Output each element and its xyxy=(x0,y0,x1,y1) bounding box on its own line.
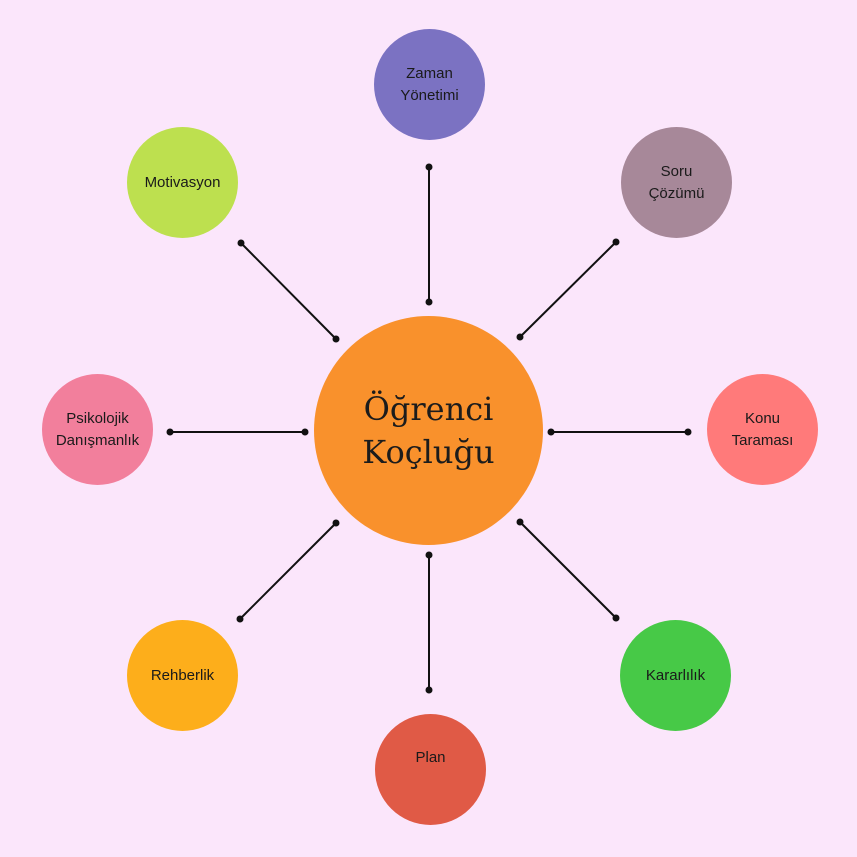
node-label: Rehberlik xyxy=(150,666,215,684)
connector-motivasyon xyxy=(237,239,340,343)
connector-konu xyxy=(547,428,692,436)
connector-soru xyxy=(516,238,620,341)
connector-kararlilik xyxy=(516,518,620,622)
center-label: Öğrenci Koçluğu xyxy=(362,390,495,471)
node-konu-taramasi: Konu Taraması xyxy=(707,374,818,485)
node-zaman-yonetimi: Zaman Yönetimi xyxy=(374,29,485,140)
node-soru-cozumu: Soru Çözümü xyxy=(621,127,732,238)
connector-plan xyxy=(425,551,433,694)
node-motivasyon: Motivasyon xyxy=(127,127,238,238)
node-label: Zaman Yönetimi xyxy=(400,64,459,104)
node-rehberlik: Rehberlik xyxy=(127,620,238,731)
connector-zaman xyxy=(425,163,433,306)
node-label: Plan xyxy=(415,748,446,766)
node-label: Soru Çözümü xyxy=(648,162,705,202)
center-node: Öğrenci Koçluğu xyxy=(314,316,543,545)
node-plan: Plan xyxy=(375,714,486,825)
connector-psikolojik xyxy=(166,428,309,436)
node-kararlilik: Kararlılık xyxy=(620,620,731,731)
node-psikolojik-danismanlik: Psikolojik Danışmanlık xyxy=(42,374,153,485)
node-label: Konu Taraması xyxy=(731,409,794,449)
connector-rehberlik xyxy=(236,519,340,623)
node-label: Motivasyon xyxy=(144,173,221,191)
node-label: Psikolojik Danışmanlık xyxy=(55,409,140,449)
node-label: Kararlılık xyxy=(645,666,706,684)
